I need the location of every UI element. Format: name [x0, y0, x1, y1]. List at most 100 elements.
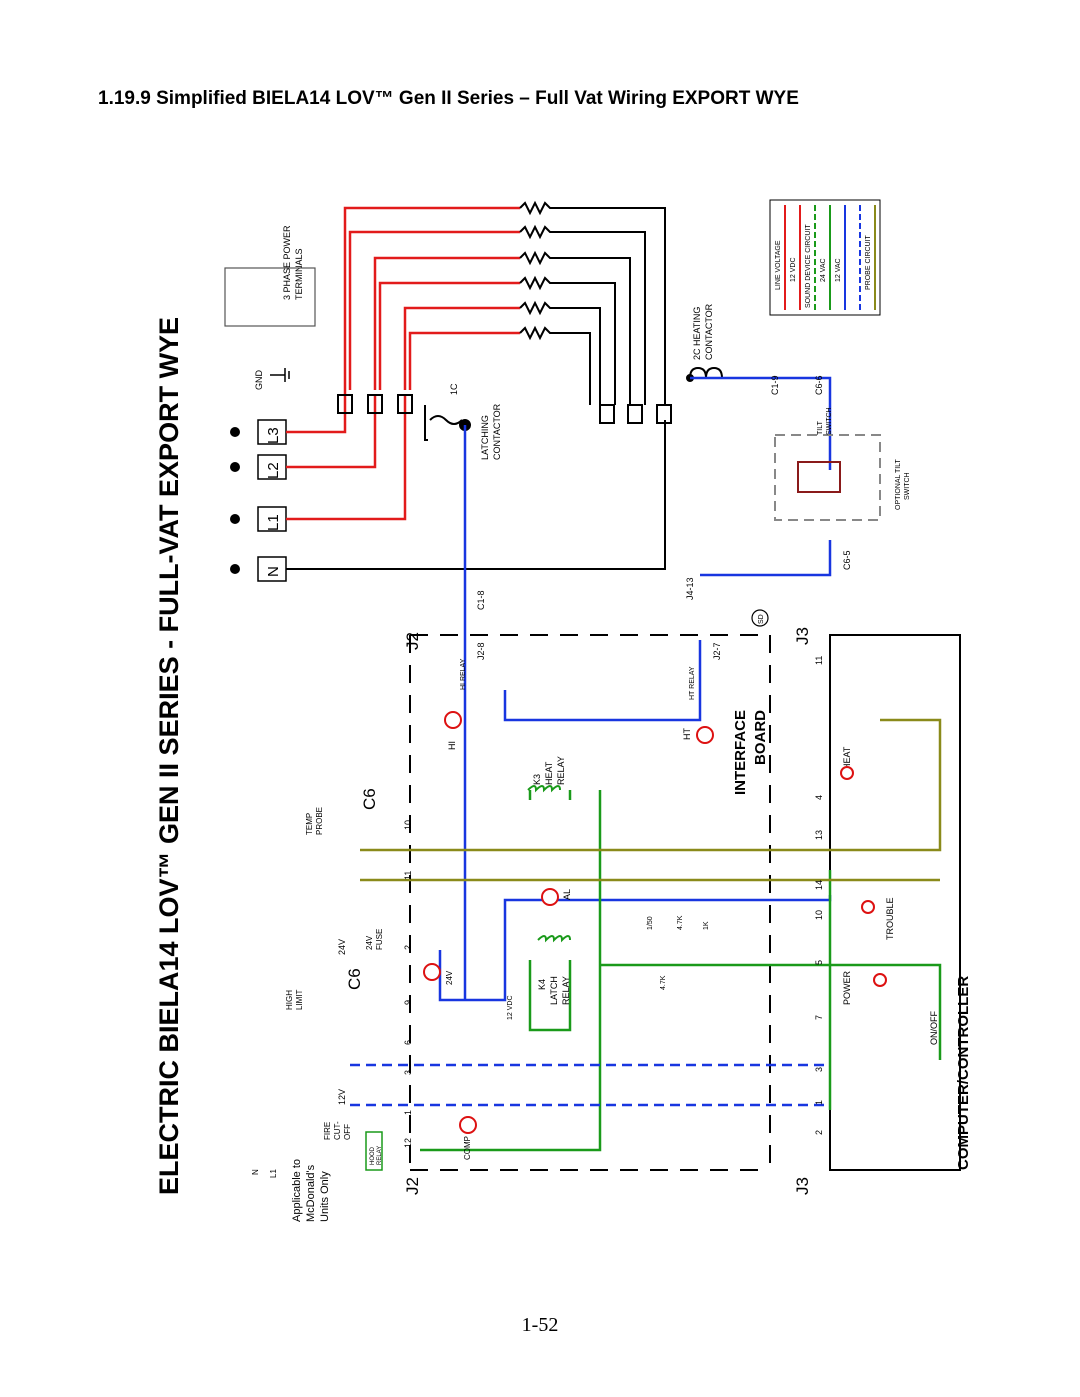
- diagram-title: ELECTRIC BIELA14 LOV™ GEN II SERIES - FU…: [154, 317, 184, 1195]
- v24-label-b: 24V: [445, 970, 454, 985]
- r2-label: 4.7K: [677, 915, 684, 930]
- mcd-label: Applicable to: [291, 1159, 303, 1222]
- heating-label: 2C HEATING: [692, 307, 702, 360]
- k3-relay: RELAY: [556, 756, 566, 785]
- comp-label: COMP: [463, 1136, 472, 1160]
- v24-label: 24V: [337, 939, 347, 955]
- svg-text:3: 3: [403, 1070, 413, 1075]
- ht-relay-label: HT RELAY: [689, 666, 696, 700]
- power-label: POWER: [842, 970, 852, 1005]
- legend-12vdc: 12 VDC: [790, 257, 797, 282]
- temp-probe-label-2: PROBE: [315, 807, 324, 835]
- svg-text:9: 9: [403, 1000, 413, 1005]
- heating-label-2: CONTACTOR: [704, 303, 714, 360]
- svg-text:3: 3: [814, 1067, 824, 1072]
- legend-24vac: 24 VAC: [820, 258, 827, 282]
- svg-text:10: 10: [814, 910, 824, 920]
- legend-sound: SOUND DEVICE CIRCUIT: [805, 224, 812, 308]
- interface-label: INTERFACE: [732, 710, 749, 795]
- svg-text:5: 5: [814, 960, 824, 965]
- svg-text:11: 11: [814, 656, 824, 665]
- connector-j2-7: J2-7: [712, 642, 722, 660]
- hood-relay-box: [365, 1131, 383, 1171]
- fuse-label-2: FUSE: [375, 929, 384, 950]
- board-label: BOARD: [752, 710, 769, 765]
- r4-label: 4.7K: [660, 975, 667, 990]
- connector-c6-5: C6-5: [842, 550, 852, 570]
- sd-icon: [751, 609, 769, 627]
- terminals-label: 3 PHASE POWER: [282, 225, 292, 300]
- high-limit-label: HIGH: [285, 990, 294, 1010]
- fire-label-2: CUT-: [333, 1121, 342, 1140]
- k4-latch: LATCH: [549, 976, 559, 1005]
- hi-label: HI: [447, 741, 457, 750]
- fire-label: FIRE: [323, 1122, 332, 1140]
- svg-text:14: 14: [814, 880, 824, 890]
- ground-icon: [270, 368, 290, 382]
- svg-text:7: 7: [814, 1015, 824, 1020]
- terminal-l2: L2: [265, 462, 282, 479]
- ht-label: HT: [682, 728, 692, 740]
- hi-relay-label: HI RELAY: [460, 658, 467, 690]
- connector-j3: J3: [793, 627, 812, 645]
- svg-text:10: 10: [403, 820, 413, 830]
- connector-c6: C6: [360, 788, 379, 810]
- line-voltage-wires: [286, 206, 520, 521]
- trouble-label: TROUBLE: [885, 897, 895, 940]
- legend-line-voltage: LINE VOLTAGE: [775, 240, 782, 290]
- opt-tilt-label-2: SWITCH: [904, 472, 911, 500]
- terminal-l3: L3: [265, 427, 282, 444]
- connector-c6-6: C6-6: [814, 375, 824, 395]
- pin-numbers-top: 10 11 2 9 6 3 1 12: [403, 820, 413, 1148]
- svg-text:1: 1: [814, 1100, 824, 1105]
- r1-label: 1/50: [647, 916, 654, 930]
- v12-label: 12V: [337, 1089, 347, 1105]
- power-terminals: L3 L2 L1 N: [230, 419, 287, 582]
- tilt-switch: [797, 461, 841, 493]
- tilt-label-2: SWITCH: [826, 407, 833, 435]
- svg-text:6: 6: [403, 1040, 413, 1045]
- pin-numbers-bottom: 11 4 13 14 10 5 7 3 1 2: [814, 656, 824, 1135]
- connector-j4-13: J4-13: [685, 577, 695, 600]
- terminal-l1: L1: [265, 514, 282, 531]
- tilt-label: TILT: [817, 420, 824, 435]
- connector-c1-8: C1-8: [476, 590, 486, 610]
- fire-label-3: OFF: [343, 1124, 352, 1140]
- connector-j2-8: J2-8: [476, 642, 486, 660]
- svg-text:4: 4: [814, 795, 824, 800]
- contactor-1c: 1C: [449, 383, 459, 395]
- al-label: AL: [562, 889, 572, 900]
- hood-label: HOOD: [370, 1146, 376, 1165]
- heat-label: HEAT: [842, 746, 852, 770]
- blue-wires: [438, 376, 832, 1002]
- latching-label-2: CONTACTOR: [492, 403, 502, 460]
- svg-text:12: 12: [403, 1138, 413, 1148]
- section-heading: 1.19.9 Simplified BIELA14 LOV™ Gen II Se…: [98, 88, 799, 109]
- probe-wires: [360, 718, 942, 882]
- k4-label: K4: [537, 979, 547, 990]
- mcd-label-3: Units Only: [319, 1171, 331, 1222]
- connector-j2: J2: [403, 632, 422, 650]
- high-limit-label-2: LIMIT: [295, 989, 304, 1010]
- heating-contactor: [599, 366, 723, 424]
- page-number: 1-52: [521, 1314, 559, 1336]
- gnd-label: GND: [254, 370, 264, 391]
- legend: LINE VOLTAGE 12 VDC SOUND DEVICE CIRCUIT…: [769, 199, 881, 316]
- legend-12vac: 12 VAC: [835, 258, 842, 282]
- r3-label: 1K: [703, 921, 710, 930]
- v12dc-label: 12 VDC: [507, 995, 514, 1020]
- connector-c6-b: C6: [345, 968, 364, 990]
- l1-label: L1: [269, 1169, 278, 1178]
- board-outline: [409, 634, 960, 1171]
- terminals-label-2: TERMINALS: [294, 248, 304, 300]
- legend-probe: PROBE CIRCUIT: [865, 234, 872, 290]
- dashed-wires: [350, 1063, 830, 1107]
- svg-text:2: 2: [403, 945, 413, 950]
- k3-label: K3: [532, 774, 542, 785]
- svg-text:13: 13: [814, 830, 824, 840]
- hood-label-2: RELAY: [377, 1146, 383, 1165]
- connector-c1-9: C1-9: [770, 375, 780, 395]
- mcd-label-2: McDonald's: [305, 1164, 317, 1222]
- interface-box: [829, 634, 961, 1171]
